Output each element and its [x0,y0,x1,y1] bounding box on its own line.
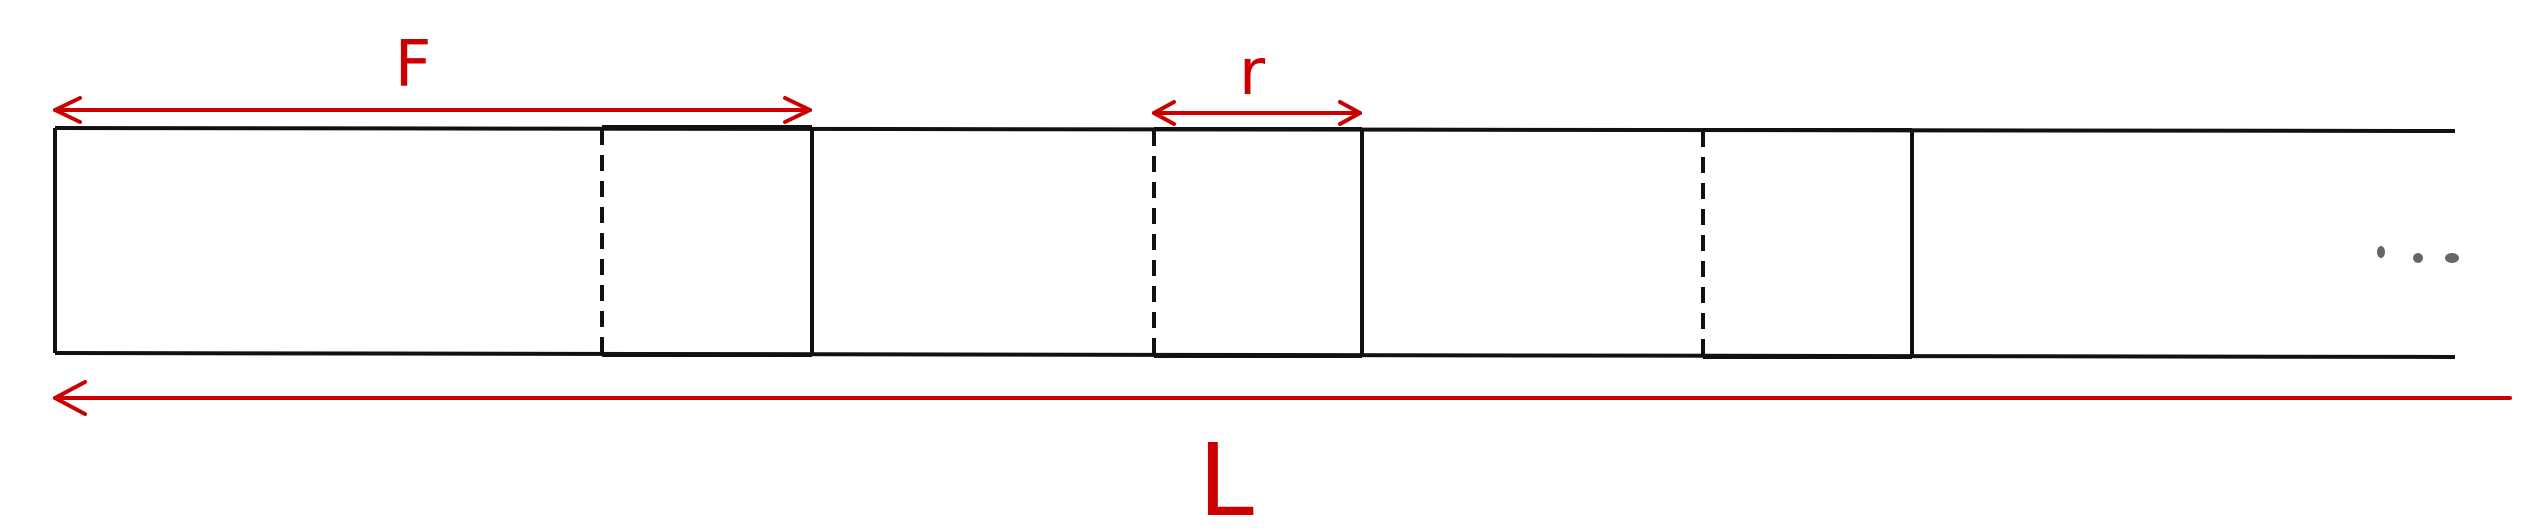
overlap-dimension: r [1152,36,1362,126]
ellipsis-dot-3 [2445,253,2459,263]
ellipsis-dot-2 [2413,253,2423,263]
strip [53,126,2456,359]
frame-length-label: F [395,28,432,102]
ellipsis-dot-1 [2377,246,2385,258]
frame-length-arrow-right-head [783,96,812,124]
overlap-regions [600,125,1912,359]
segment-boundaries [810,129,1914,357]
total-length-label: L [1198,422,1254,530]
overlap-label: r [1239,36,1266,110]
overlap-arrow-left-head [1152,100,1176,126]
total-length-dimension: L [53,380,2512,530]
total-length-arrow-head [53,380,87,416]
ellipsis-icon [2377,246,2459,263]
frame-length-arrow-left-head [53,96,82,124]
frame-length-dimension: F [53,28,812,124]
overlap-arrow-right-head [1338,100,1362,126]
